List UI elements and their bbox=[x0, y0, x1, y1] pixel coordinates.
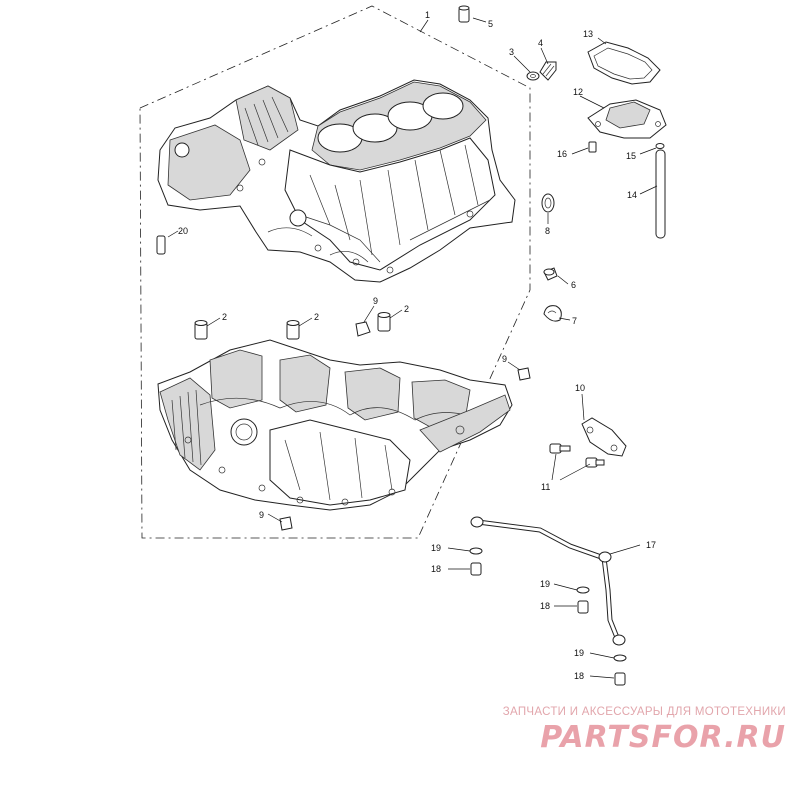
watermark-caption: ЗАПЧАСТИ И АКСЕССУАРЫ ДЛЯ МОТОТЕХНИКИ bbox=[502, 706, 786, 718]
callout-19a: 19 bbox=[431, 543, 441, 553]
oil-pipe-17 bbox=[470, 516, 626, 646]
breather-tube-14 bbox=[655, 149, 666, 239]
breather-plate-12 bbox=[587, 99, 667, 139]
callout-13: 13 bbox=[583, 29, 593, 39]
dowel-pin-2a bbox=[194, 320, 208, 340]
bolt-11a bbox=[549, 443, 571, 454]
callout-9a: 9 bbox=[373, 296, 378, 306]
callout-3: 3 bbox=[509, 47, 514, 57]
callout-18b: 18 bbox=[540, 601, 550, 611]
washer-19a bbox=[469, 547, 483, 555]
callout-16: 16 bbox=[557, 149, 567, 159]
bolt-16 bbox=[588, 141, 597, 153]
bolt-11b bbox=[585, 457, 605, 468]
callout-15: 15 bbox=[626, 151, 636, 161]
bolt-18b bbox=[577, 600, 589, 614]
callout-2b: 2 bbox=[314, 312, 319, 322]
gasket-13 bbox=[587, 41, 661, 85]
callout-19b: 19 bbox=[540, 579, 550, 589]
leader-lines bbox=[167, 17, 658, 679]
callout-4: 4 bbox=[538, 38, 543, 48]
callout-14: 14 bbox=[627, 190, 637, 200]
callout-9c: 9 bbox=[259, 510, 264, 520]
sealing-washer-3 bbox=[526, 71, 540, 81]
callout-1: 1 bbox=[425, 10, 430, 20]
watermark-logo: PARTSFOR.RU bbox=[540, 720, 786, 755]
callout-10: 10 bbox=[575, 383, 585, 393]
plug-9b bbox=[517, 367, 531, 381]
bolt-18c bbox=[614, 672, 626, 686]
callout-12: 12 bbox=[573, 87, 583, 97]
o-ring-15 bbox=[655, 143, 665, 149]
bracket-10 bbox=[581, 417, 627, 457]
callout-11: 11 bbox=[541, 482, 550, 492]
assembly-boundary bbox=[139, 5, 531, 539]
callout-2c: 2 bbox=[404, 304, 409, 314]
callout-8: 8 bbox=[545, 226, 550, 236]
callout-19c: 19 bbox=[574, 648, 584, 658]
callout-17: 17 bbox=[646, 540, 656, 550]
callout-5: 5 bbox=[488, 19, 493, 29]
callout-2a: 2 bbox=[222, 312, 227, 322]
dowel-pin-2c bbox=[377, 312, 391, 332]
oil-plug-4 bbox=[539, 61, 557, 81]
callout-20: 20 bbox=[178, 226, 188, 236]
retaining-clip-7 bbox=[543, 305, 562, 322]
dowel-pin-20 bbox=[156, 235, 166, 255]
bolt-18a bbox=[470, 562, 482, 576]
watermark: ЗАПЧАСТИ И АКСЕССУАРЫ ДЛЯ МОТОТЕХНИКИ PA… bbox=[503, 706, 786, 755]
callout-18c: 18 bbox=[574, 671, 584, 681]
seal-ring-8 bbox=[541, 193, 555, 213]
dowel-pin-5 bbox=[458, 5, 470, 23]
washer-19b bbox=[576, 586, 590, 594]
washer-19c bbox=[613, 654, 627, 662]
upper-crankcase bbox=[157, 79, 516, 283]
callout-7: 7 bbox=[572, 316, 577, 326]
plug-9a bbox=[355, 321, 371, 337]
collar-6 bbox=[543, 267, 558, 281]
callout-labels: 1 5 3 4 13 12 16 15 14 8 20 6 7 2 2 2 9 … bbox=[178, 10, 656, 681]
dowel-pin-2b bbox=[286, 320, 300, 340]
plug-9c bbox=[279, 516, 293, 531]
callout-9b: 9 bbox=[502, 354, 507, 364]
callout-6: 6 bbox=[571, 280, 576, 290]
callout-18a: 18 bbox=[431, 564, 441, 574]
lower-crankcase bbox=[157, 339, 513, 511]
